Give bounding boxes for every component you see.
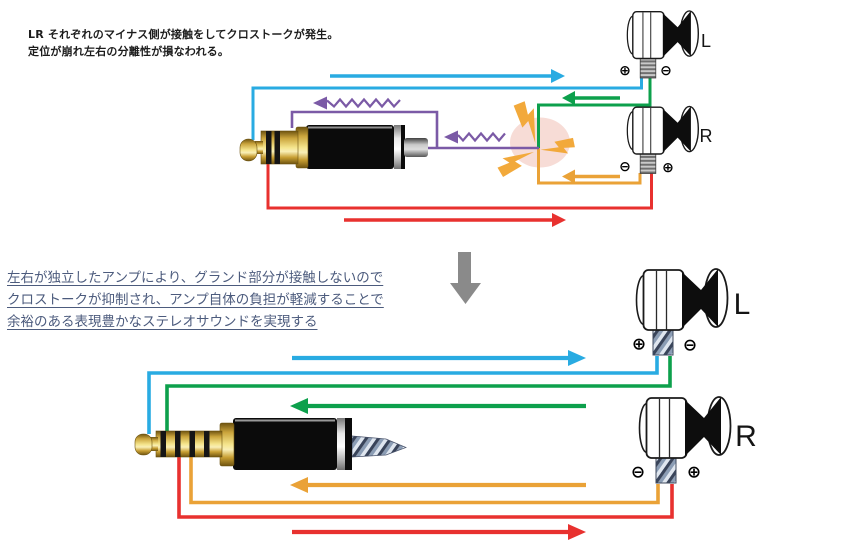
plus-terminal-icon: ⊕ [686, 462, 702, 483]
top-left-positive-arrow [330, 69, 565, 83]
transition-down-arrow-icon [450, 252, 481, 304]
plus-terminal-icon: ⊕ [631, 334, 647, 355]
twisted-cable-icon [351, 435, 407, 458]
top-diagram [239, 10, 700, 227]
bottom-caption: 左右が独立したアンプにより、グランド部分が接触しないので クロストークが抑制され… [7, 268, 384, 333]
top-right-negative-wire [537, 148, 642, 185]
top-right-positive-arrow [344, 213, 566, 227]
bottom-diagram [134, 268, 732, 540]
bottom-caption-line3: 余裕のある表現豊かなステレオサウンドを実現する [7, 313, 318, 330]
plus-terminal-icon: ⊕ [619, 63, 631, 79]
trrs-plug-icon [134, 418, 407, 470]
bottom-right-negative-wire [189, 456, 660, 505]
driver-icon-bottom-left [635, 268, 729, 356]
top-right-negative-arrow [562, 169, 620, 184]
bottom-right-positive-arrow [292, 524, 586, 540]
bottom-caption-line1: 左右が独立したアンプにより、グランド部分が接触しないので [7, 270, 384, 286]
bottom-left-driver-label: L [733, 288, 751, 321]
top-left-driver-label: L [700, 31, 712, 51]
bottom-right-positive-wire [177, 456, 674, 519]
top-caption-line2: 定位が崩れ左右の分離性が損なわれる。 [28, 44, 230, 58]
driver-icon-top-left [626, 10, 700, 79]
crosstalk-zigzag-arrow-1 [313, 96, 401, 110]
plus-terminal-icon: ⊕ [662, 160, 674, 176]
minus-terminal-icon: ⊖ [630, 462, 646, 483]
driver-icon-bottom-right [638, 396, 732, 484]
minus-terminal-icon: ⊖ [660, 63, 672, 79]
top-right-driver-label: R [699, 126, 713, 146]
driver-icon-top-right [626, 105, 700, 174]
top-right-positive-wire [266, 158, 653, 210]
bottom-right-driver-label: R [735, 420, 757, 453]
minus-terminal-icon: ⊖ [682, 335, 698, 356]
crosstalk-zigzag-arrow-2 [444, 130, 506, 144]
bottom-right-negative-arrow [290, 477, 586, 493]
bottom-left-negative-wire [165, 356, 672, 433]
trs-plug-icon [239, 125, 428, 169]
top-caption: LR それぞれのマイナス側が接触をしてクロストークが発生。 定位が崩れ左右の分離… [28, 27, 339, 60]
minus-terminal-icon: ⊖ [619, 159, 631, 175]
bottom-left-negative-arrow [290, 398, 586, 414]
shared-ground-wire [290, 110, 439, 148]
bottom-caption-line2: クロストークが抑制され、アンプ自体の負担が軽減することで [7, 291, 384, 308]
top-left-negative-arrow [562, 91, 620, 105]
top-left-positive-wire [251, 78, 643, 140]
bottom-left-positive-arrow [292, 350, 586, 366]
bottom-left-positive-wire [147, 356, 659, 434]
top-left-negative-wire [537, 78, 652, 148]
top-caption-line1: LR それぞれのマイナス側が接触をしてクロストークが発生。 [28, 28, 339, 41]
